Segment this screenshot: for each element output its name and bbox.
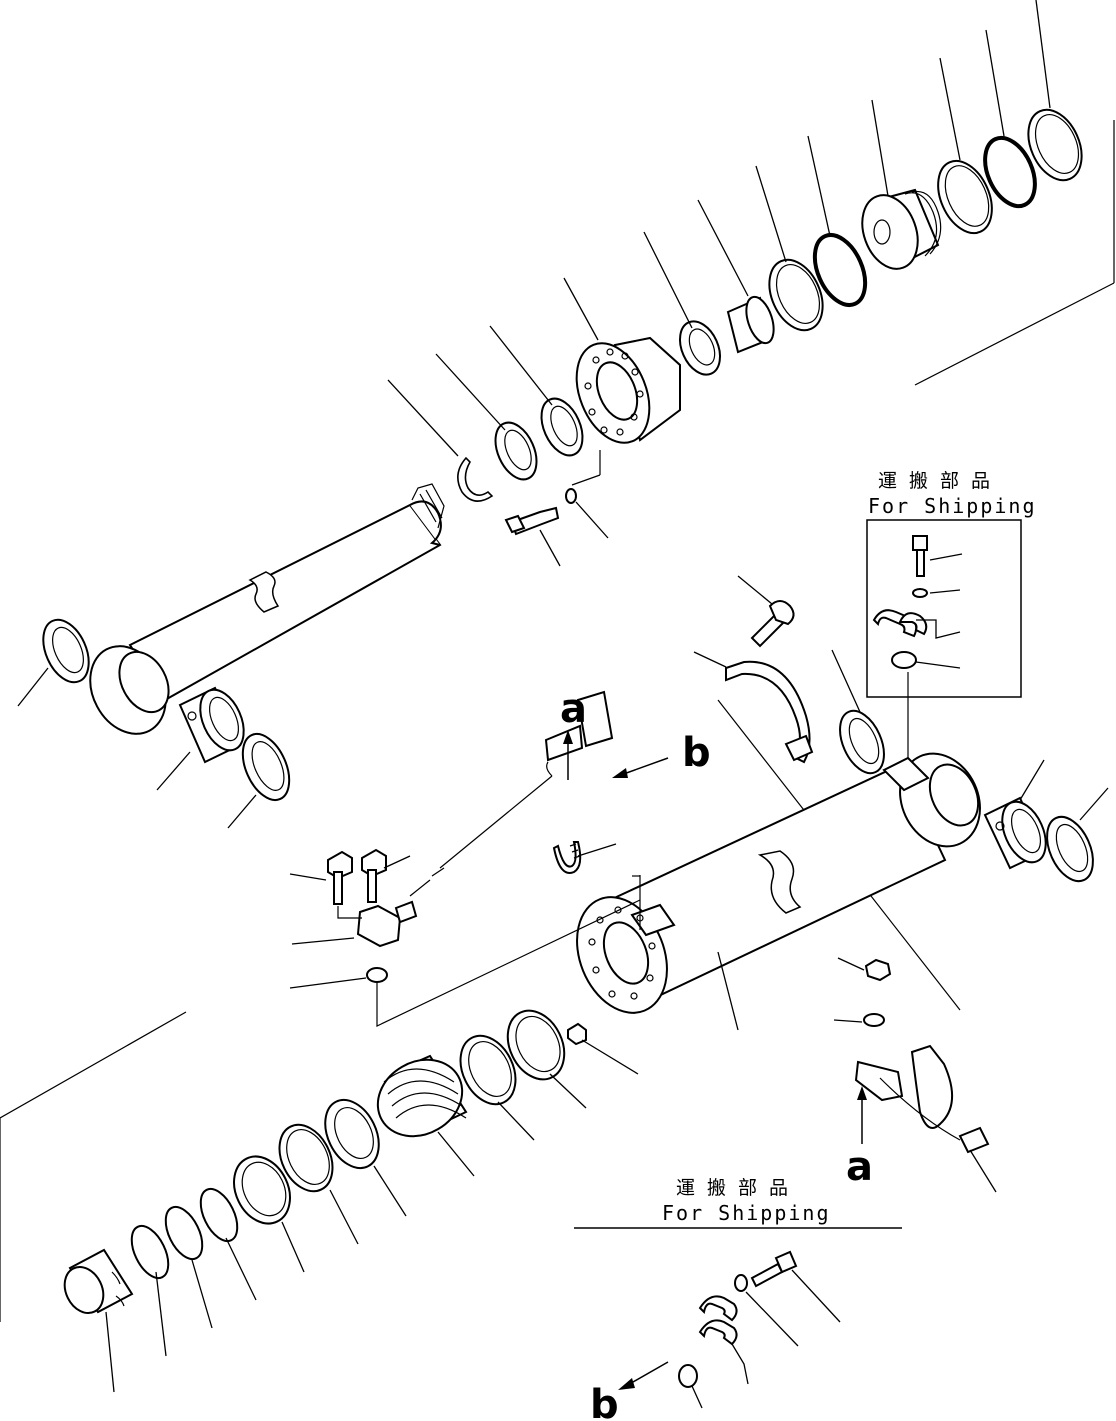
gland-o-ring-2 xyxy=(164,1205,204,1261)
dust-seal xyxy=(494,421,538,481)
pipe-connector xyxy=(356,900,418,948)
tube-eye-seal-left xyxy=(839,709,885,775)
lower-assembly xyxy=(0,957,997,1393)
o-ring-piston xyxy=(983,135,1037,209)
shipping-bottom-bolt-icon xyxy=(750,1250,798,1288)
piston-rod xyxy=(89,483,445,735)
shipping-bolt-icon xyxy=(912,535,928,577)
shipping-bottom-label-en: For Shipping xyxy=(662,1201,831,1225)
gland-piston xyxy=(376,1054,468,1138)
middle-assembly xyxy=(289,649,1109,1031)
shipping-clamp-icon xyxy=(872,609,928,638)
arrow-up-icon xyxy=(563,730,573,744)
shipping-label-jp: 運搬部品 xyxy=(878,470,1002,492)
head-bolt-washer xyxy=(565,488,577,504)
shipping-bottom-washer-icon xyxy=(734,1274,748,1292)
callout-b-top: b xyxy=(682,730,711,776)
gland-backup-ring xyxy=(459,1034,517,1106)
arrow-left-icon xyxy=(612,768,628,778)
clamp-nut xyxy=(864,958,892,982)
gland-o-ring-3 xyxy=(130,1224,170,1280)
backup-ring xyxy=(768,258,824,332)
shipping-bottom-label-jp: 運搬部品 xyxy=(676,1177,800,1199)
hose-bend xyxy=(552,841,582,874)
cylinder-head xyxy=(575,336,681,444)
shipping-bottom-nut-icon xyxy=(678,1364,698,1388)
connector-bolt-left xyxy=(327,850,353,905)
callouts: a b a b xyxy=(560,686,873,1421)
shipping-bottom-clamp-icon xyxy=(698,1295,738,1346)
shipping-cap-icon xyxy=(891,651,917,669)
gland-sleeve xyxy=(63,1248,134,1314)
cylinder-tube xyxy=(576,752,981,1014)
rod-seal xyxy=(540,397,584,457)
shipping-label-en: For Shipping xyxy=(868,494,1037,518)
rod-eye-dust-seal xyxy=(241,733,291,801)
head-bolt xyxy=(504,506,560,536)
shipping-washer-icon xyxy=(912,588,928,598)
callout-a-bottom: a xyxy=(846,1144,873,1190)
gland-o-ring-1 xyxy=(199,1187,239,1243)
rod-eye-seal-left xyxy=(42,618,90,684)
shipping-box-bottom: 運搬部品 For Shipping xyxy=(574,1177,902,1409)
gland-seal-ring xyxy=(324,1098,380,1170)
clamp-bolt-upper xyxy=(750,600,795,648)
head-bushing xyxy=(726,295,775,354)
clamp-washer xyxy=(863,1013,885,1027)
grease-fitting xyxy=(567,1022,587,1046)
hose-clamp-lower xyxy=(854,1044,990,1154)
gland-wear-ring xyxy=(506,1009,566,1081)
piston-seal-ring xyxy=(1027,108,1083,182)
gland-buffer-ring xyxy=(278,1123,334,1193)
gland-bushing-ring xyxy=(233,1155,291,1225)
shipping-box-top: 運搬部品 For Shipping xyxy=(866,470,1037,762)
callout-b-bottom: b xyxy=(590,1382,619,1421)
rod-eye-bushing xyxy=(178,686,245,764)
connector-o-ring xyxy=(366,967,388,983)
wear-ring xyxy=(937,159,993,235)
arrow-left-bottom-icon xyxy=(618,1378,635,1390)
tube-eye-bushing xyxy=(983,796,1047,870)
arrow-up-bottom-icon xyxy=(857,1086,867,1100)
connector-bolt-right xyxy=(361,848,387,903)
hose-clamp-upper xyxy=(725,660,814,764)
upper-assembly xyxy=(17,0,1115,829)
o-ring-upper xyxy=(812,233,868,307)
piston xyxy=(861,188,942,270)
tube-eye-seal-right xyxy=(1046,815,1094,883)
callout-a-top: a xyxy=(560,686,587,732)
snap-ring xyxy=(457,456,494,502)
